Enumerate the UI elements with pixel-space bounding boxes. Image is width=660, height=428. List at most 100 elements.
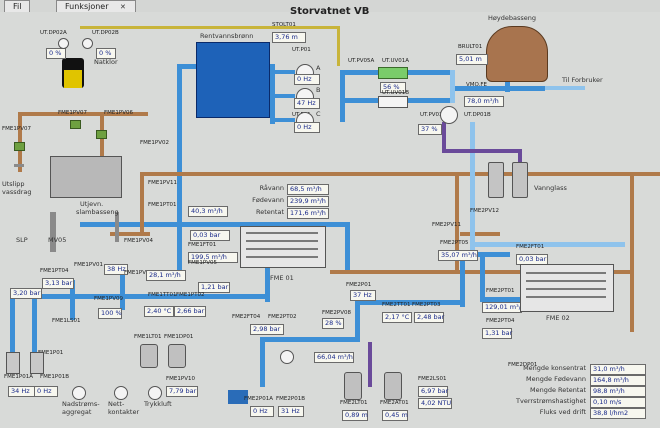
fme2-pt02[interactable]: 2,98 bar bbox=[250, 324, 284, 335]
fme2ft01-tag: FME2FT01 bbox=[516, 244, 545, 250]
vmo-fe-value[interactable]: 78,0 m³/h bbox=[464, 96, 504, 107]
generator-icon[interactable] bbox=[72, 386, 86, 400]
compressor-icon[interactable] bbox=[148, 386, 162, 400]
fme2-131[interactable]: 1,31 bar bbox=[482, 328, 512, 339]
stolt-value[interactable]: 3,76 m bbox=[272, 32, 306, 43]
pipe bbox=[120, 270, 125, 310]
menu-tab-funksjoner[interactable]: Funksjoner bbox=[56, 0, 136, 13]
fme1pv10-tag: FME1PV10 bbox=[166, 376, 195, 382]
ut-pv03-tag: UT.PV03 bbox=[420, 112, 443, 118]
utslipp-label: Utslipp bbox=[2, 180, 25, 188]
fme2-37hz[interactable]: 37 Hz bbox=[350, 290, 376, 301]
pump-a-label: A bbox=[316, 64, 321, 72]
bru-lt-value[interactable]: 5,01 m bbox=[456, 54, 488, 65]
dosing-tank[interactable] bbox=[384, 372, 402, 400]
fme1-ft01[interactable]: 199,5 m³/h bbox=[188, 252, 238, 263]
til-forbruker-label: Til Forbruker bbox=[562, 76, 603, 84]
fme2-at[interactable]: 0,45 m bbox=[382, 410, 408, 421]
dosing-tank[interactable] bbox=[140, 344, 158, 368]
summary-value-0[interactable]: 31,0 m³/h bbox=[590, 364, 646, 375]
hoydebasseng-tank[interactable] bbox=[486, 26, 548, 82]
process-screen: Storvatnet VB Natklor UT.DP02A bbox=[0, 6, 660, 428]
summary-value-3[interactable]: 0,10 m/s bbox=[590, 397, 646, 408]
pump-icon[interactable] bbox=[82, 38, 93, 49]
fme2ls01-tag: FME2LS01 bbox=[418, 376, 447, 382]
fme2pv11-tag: FME2PV11 bbox=[432, 222, 461, 228]
dp02b-value[interactable]: 0 % bbox=[96, 48, 116, 59]
menu-close-icon[interactable]: ✕ bbox=[120, 3, 126, 11]
pipe bbox=[470, 122, 475, 252]
fme2pt03-tag: FME2PT03 bbox=[412, 302, 441, 308]
pipe bbox=[32, 294, 37, 374]
fme1pv05-tag: FME1PV05 bbox=[188, 260, 217, 266]
fme2-hz31[interactable]: 31 Hz bbox=[278, 406, 304, 417]
fme1-100[interactable]: 100 % bbox=[98, 308, 122, 319]
dosing-tank[interactable] bbox=[168, 344, 186, 368]
ravann-value[interactable]: 68,5 m³/h bbox=[287, 184, 329, 195]
fme2pt04-tag: FME2PT04 bbox=[486, 318, 515, 324]
valve-icon[interactable] bbox=[96, 130, 107, 139]
fme2-pt03[interactable]: 2,48 bar bbox=[414, 312, 444, 323]
fodevann-value[interactable]: 239,9 m³/h bbox=[287, 196, 329, 207]
retentat-value[interactable]: 171,6 m³/h bbox=[287, 208, 329, 219]
fme1-pv02-flow[interactable]: 40,3 m³/h bbox=[188, 206, 228, 217]
ut-uv01b-tag: UT.UV01B bbox=[382, 90, 410, 96]
dp02a-value[interactable]: 0 % bbox=[46, 48, 66, 59]
p01b-hz[interactable]: 47 Hz bbox=[294, 98, 320, 109]
pump-icon[interactable] bbox=[440, 106, 458, 124]
fme2-pt05[interactable]: 129,01 m³/h bbox=[482, 302, 525, 313]
fme1-313[interactable]: 3,13 bar bbox=[42, 278, 74, 289]
summary-value-4[interactable]: 38,8 l/hm2 bbox=[590, 408, 646, 419]
p01a-hz[interactable]: 0 Hz bbox=[294, 74, 320, 85]
pv03-value[interactable]: 37 % bbox=[418, 124, 442, 135]
fme2-tt01[interactable]: 2,17 °C bbox=[382, 312, 412, 323]
fme1ft01-tag: FME1FT01 bbox=[188, 242, 217, 248]
fme1pt04-tag: FME1PT04 bbox=[40, 268, 69, 274]
fme1pv01-tag: FME1PV01 bbox=[74, 262, 103, 268]
pump-tank-icon[interactable] bbox=[6, 352, 20, 374]
uv01a-value[interactable]: 56 % bbox=[380, 82, 406, 93]
fme2-ntu2[interactable]: 4,02 NTU bbox=[418, 398, 452, 409]
nett-label: Nett- bbox=[108, 400, 125, 408]
fme1-flow2[interactable]: 28,1 m³/h bbox=[146, 270, 186, 281]
pump-icon[interactable] bbox=[280, 350, 294, 364]
fme2-flow[interactable]: 66,04 m³/h bbox=[314, 352, 354, 363]
membrane-line bbox=[526, 272, 606, 274]
pump-icon[interactable] bbox=[58, 38, 69, 49]
summary-label-0: Mengde konsentrat bbox=[523, 364, 586, 372]
fme2-28[interactable]: 28 % bbox=[322, 318, 344, 329]
uv-a-unit[interactable] bbox=[378, 67, 408, 79]
fme2-ntu[interactable]: 6,97 bar bbox=[418, 386, 448, 397]
fme1-320[interactable]: 3,20 bar bbox=[10, 288, 42, 299]
pump-tank-icon[interactable] bbox=[30, 352, 44, 374]
summary-value-2[interactable]: 98,8 m³/h bbox=[590, 386, 646, 397]
fme1-38hz[interactable]: 38 Hz bbox=[104, 264, 128, 275]
contact-icon[interactable] bbox=[114, 386, 128, 400]
dosing-tank[interactable] bbox=[344, 372, 362, 400]
fme1-hz34[interactable]: 34 Hz bbox=[8, 386, 36, 397]
p01c-hz[interactable]: 0 Hz bbox=[294, 122, 320, 133]
uv-b-unit[interactable] bbox=[378, 96, 408, 108]
fme1-pt02[interactable]: 2,66 bar bbox=[174, 306, 206, 317]
menu-tab-fil[interactable]: Fil bbox=[4, 0, 31, 13]
fme2-pv11[interactable]: 35,07 m³/h bbox=[438, 250, 478, 261]
fme1-lvl[interactable]: 7,79 bar bbox=[166, 386, 198, 397]
ut-dp01b-tag: UT.DP01B bbox=[464, 112, 491, 118]
valve-icon[interactable] bbox=[14, 142, 25, 151]
slambasseng-tank[interactable] bbox=[50, 156, 122, 198]
summary-value-1[interactable]: 164,8 m³/h bbox=[590, 375, 646, 386]
fme02-label: FME 02 bbox=[546, 314, 570, 322]
fme1-hz0[interactable]: 0 Hz bbox=[34, 386, 58, 397]
fme1pt02-tag: FME1PT02 bbox=[176, 292, 205, 298]
vannglass-2[interactable] bbox=[512, 162, 528, 198]
fme2-lt[interactable]: 0,89 m bbox=[342, 410, 368, 421]
valve-icon[interactable] bbox=[70, 120, 81, 129]
fme2-hz0[interactable]: 0 Hz bbox=[250, 406, 274, 417]
pipe bbox=[14, 164, 24, 167]
fme1-pt04[interactable]: 1,21 bar bbox=[198, 282, 230, 293]
fme1-pt01[interactable]: 0,03 bar bbox=[190, 230, 230, 241]
rentvann-tank[interactable] bbox=[196, 42, 270, 118]
vannglass-1[interactable] bbox=[488, 162, 504, 198]
pipe bbox=[10, 294, 15, 374]
fme1-tt01[interactable]: 2,40 °C bbox=[144, 306, 174, 317]
